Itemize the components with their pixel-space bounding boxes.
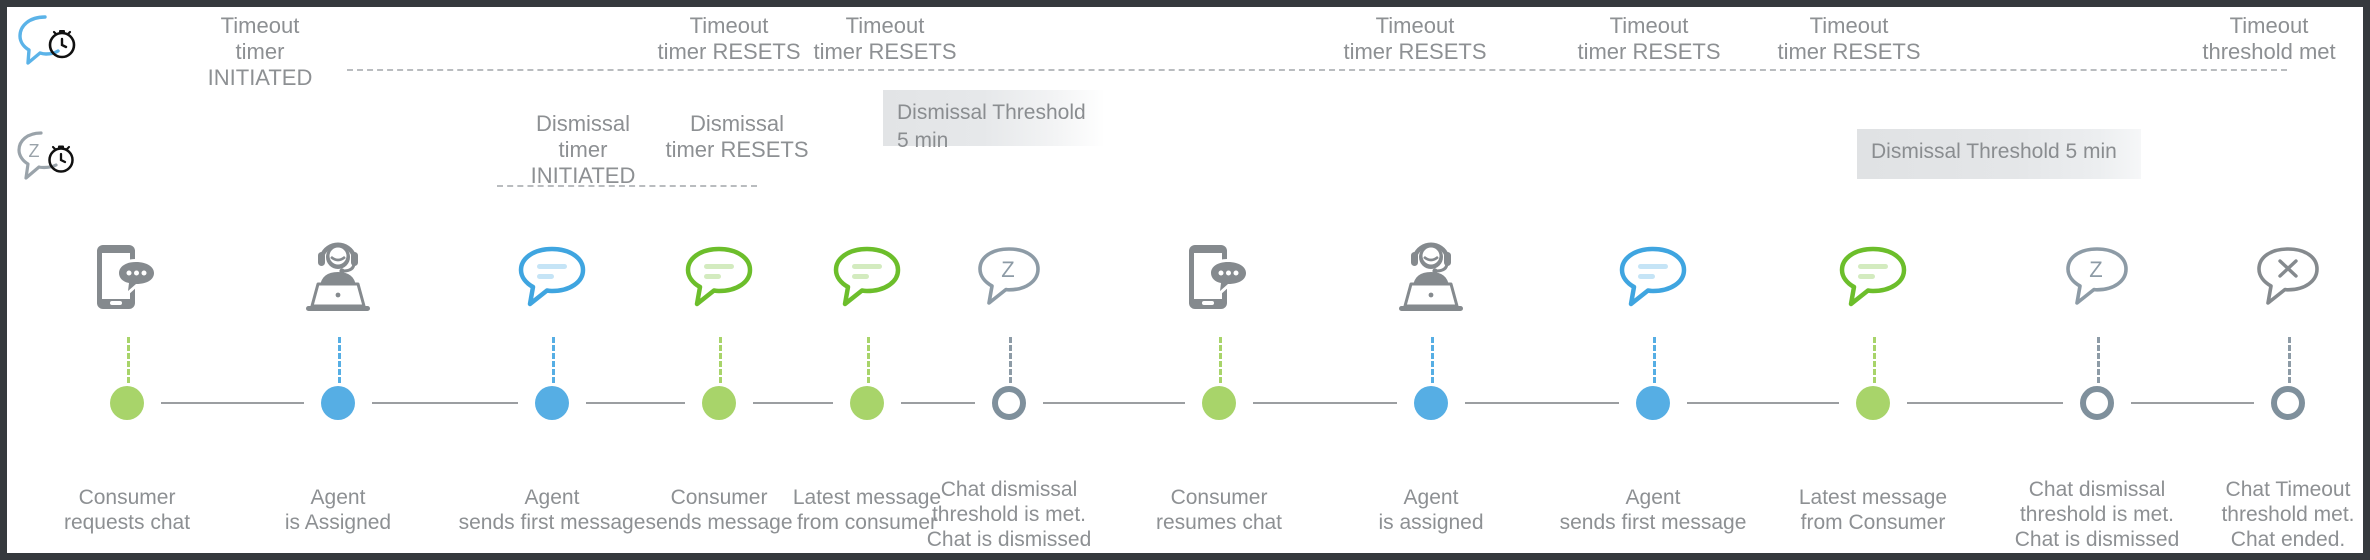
timeout-timer-legend [15, 13, 79, 69]
timeline-segment [1687, 402, 1839, 404]
chat-bubble-lines-icon [673, 235, 765, 319]
timeline-segment [161, 402, 304, 404]
node-connector-green [127, 337, 130, 383]
timeline-dot-agent-sends-first-message[interactable] [535, 386, 569, 420]
chat-bubble-lines-icon [506, 235, 598, 319]
agent-headset-laptop-icon [292, 235, 384, 319]
node-caption-chat-dismissal-threshold-met-1: Chat dismissal threshold is met. Chat is… [926, 478, 1092, 551]
dismissal-threshold-chip-1: Dismissal Threshold 5 min [883, 90, 1105, 152]
node-connector-blue [338, 337, 341, 383]
node-caption-agent-is-assigned: Agent is Assigned [284, 486, 392, 534]
node-caption-chat-dismissal-threshold-met-2: Chat dismissal threshold is met. Chat is… [2014, 478, 2180, 551]
timeline-segment [753, 402, 833, 404]
svg-text:Z: Z [1001, 257, 1014, 282]
node-connector-blue [1431, 337, 1434, 383]
node-caption-agent-is-assigned-2: Agent is assigned [1378, 486, 1484, 534]
timeout-rail-1 [347, 69, 2287, 71]
node-connector-gray [1009, 337, 1012, 383]
svg-text:Z: Z [2089, 257, 2102, 282]
timeline-dot-chat-dismissal-threshold-met-2[interactable] [2080, 386, 2114, 420]
timeline-segment [372, 402, 518, 404]
node-caption-agent-sends-first-message: Agent sends first message [458, 486, 646, 534]
node-connector-green [867, 337, 870, 383]
node-caption-agent-sends-first-message-2: Agent sends first message [1559, 486, 1747, 534]
node-connector-green [1219, 337, 1222, 383]
agent-headset-laptop-icon [1385, 235, 1477, 319]
timeline-dot-chat-timeout-threshold-met[interactable] [2271, 386, 2305, 420]
node-connector-blue [552, 337, 555, 383]
timeout-annotation: Timeout timer RESETS [813, 13, 957, 64]
svg-text:Z: Z [29, 141, 40, 161]
dismissal-threshold-chip-2: Dismissal Threshold 5 min [1857, 129, 2141, 179]
timeout-annotation: Timeout timer RESETS [657, 13, 801, 64]
node-caption-consumer-requests-chat: Consumer requests chat [63, 486, 191, 534]
timeline-segment [1907, 402, 2063, 404]
timeout-annotation: Timeout timer RESETS [1343, 13, 1487, 64]
dismissal-annotation: Dismissal timer RESETS [665, 111, 809, 162]
chat-bubble-lines-icon [821, 235, 913, 319]
node-connector-gray [2097, 337, 2100, 383]
timeline-dot-chat-dismissal-threshold-met-1[interactable] [992, 386, 1026, 420]
node-connector-green [719, 337, 722, 383]
node-caption-consumer-resumes-chat: Consumer resumes chat [1155, 486, 1283, 534]
node-connector-blue [1653, 337, 1656, 383]
node-connector-gray [2288, 337, 2291, 383]
dismissal-timer-legend: Z [15, 129, 79, 185]
timeline-segment [1043, 402, 1185, 404]
phone-chat-icon [81, 235, 173, 319]
sleep-bubble-icon: Z [963, 235, 1055, 319]
timeline-segment [901, 402, 975, 404]
timeline-dot-consumer-resumes-chat[interactable] [1202, 386, 1236, 420]
timeline-dot-latest-message-from-consumer[interactable] [850, 386, 884, 420]
dismissal-rail-1 [497, 185, 757, 187]
node-caption-chat-timeout-threshold-met: Chat Timeout threshold met. Chat ended. [2221, 478, 2355, 551]
timeline-dot-agent-sends-first-message-2[interactable] [1636, 386, 1670, 420]
timeline-dot-latest-message-from-consumer-2[interactable] [1856, 386, 1890, 420]
timeout-annotation: Timeout threshold met [2202, 13, 2336, 64]
dismissal-annotation: Dismissal timer INITIATED [530, 111, 636, 188]
sleep-bubble-icon: Z [2051, 235, 2143, 319]
timeline-dot-consumer-sends-message[interactable] [702, 386, 736, 420]
timeline-dot-agent-is-assigned-2[interactable] [1414, 386, 1448, 420]
node-connector-green [1873, 337, 1876, 383]
chat-bubble-lines-icon [1607, 235, 1699, 319]
timeout-annotation: Timeout timer RESETS [1777, 13, 1921, 64]
timeline-dot-consumer-requests-chat[interactable] [110, 386, 144, 420]
timeout-annotation: Timeout timer RESETS [1577, 13, 1721, 64]
timeline-dot-agent-is-assigned[interactable] [321, 386, 355, 420]
node-caption-latest-message-from-consumer: Latest message from consumer [792, 486, 942, 534]
timeline-segment [2131, 402, 2254, 404]
chat-bubble-lines-icon [1827, 235, 1919, 319]
timeout-annotation: Timeout timer INITIATED [207, 13, 313, 90]
node-caption-latest-message-from-consumer-2: Latest message from Consumer [1798, 486, 1948, 534]
phone-chat-icon [1173, 235, 1265, 319]
timeline-segment [1465, 402, 1619, 404]
timeline-segment [1253, 402, 1397, 404]
close-bubble-icon [2242, 235, 2334, 319]
node-caption-consumer-sends-message: Consumer sends message [645, 486, 793, 534]
timeline-segment [586, 402, 685, 404]
